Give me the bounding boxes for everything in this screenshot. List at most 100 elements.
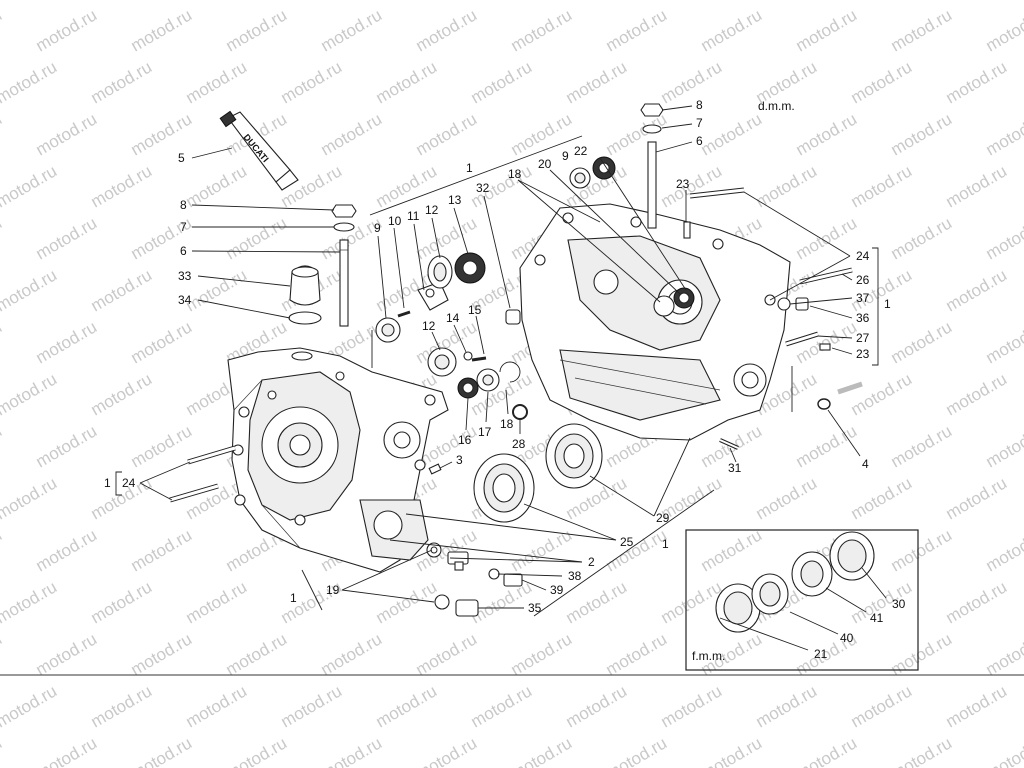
callout-18-a: 18 [500,417,514,431]
dmm-note: d.m.m. [758,99,795,113]
watermark-text: motod.ru [33,629,101,679]
watermark-text: motod.ru [0,0,60,3]
watermark-text: motod.ru [183,577,251,627]
watermark-text: motod.ru [278,681,346,731]
callout-29: 29 [656,511,670,525]
leader-lines [115,105,887,651]
watermark-text: motod.ru [753,473,821,523]
watermark-text: motod.ru [33,5,101,55]
left-crankcase-half [227,347,449,573]
watermark-text: motod.ru [848,161,916,211]
callout-39: 39 [550,583,564,597]
watermark-text: motod.ru [0,473,60,523]
callout-10: 10 [388,214,402,228]
watermark-text: motod.ru [468,681,536,731]
watermark-text: motod.ru [753,161,821,211]
callout-33: 33 [178,269,192,283]
callout-17: 17 [478,425,492,439]
left-through-bolts [169,445,236,503]
callout-24-right: 24 [856,249,870,263]
watermark-text: motod.ru [983,525,1024,575]
watermark-text: motod.ru [33,109,101,159]
bearing-stack-left [375,252,528,420]
watermark-text: motod.ru [0,577,60,627]
watermark-text: motod.ru [88,265,156,315]
callout-7-right: 7 [696,116,703,130]
callout-11: 11 [407,209,420,223]
callout-32: 32 [476,181,490,195]
callout-16: 16 [458,433,472,447]
callout-6-right: 6 [696,134,703,148]
watermark-text: motod.ru [278,0,346,3]
main-bearing-29 [545,423,603,489]
watermark-text: motod.ru [468,57,536,107]
watermark-text: motod.ru [413,109,481,159]
callout-24-left: 24 [122,476,136,490]
watermark-text: motod.ru [983,629,1024,679]
watermark-text: motod.ru [0,369,60,419]
watermark-text: motod.ru [848,681,916,731]
watermark-text: motod.ru [658,681,726,731]
watermark-text: motod.ru [468,0,536,3]
callout-13: 13 [448,193,462,207]
watermark-text: motod.ru [603,525,671,575]
watermark-text: motod.ru [698,525,766,575]
watermark-text: motod.ru [373,681,441,731]
watermark-text: motod.ru [563,0,631,3]
left-stud-assembly [331,204,357,327]
watermark-text: motod.ru [793,317,861,367]
drain-plugs [426,542,523,617]
watermark-text: motod.ru [128,5,196,55]
watermark-text: motod.ru [943,577,1011,627]
watermark-text: motod.ru [508,5,576,55]
bolt-3 [428,463,442,475]
watermark-text: motod.ru [0,525,5,575]
watermark-text: motod.ru [983,213,1024,263]
watermark-text: motod.ru [508,629,576,679]
watermark-text: motod.ru [183,161,251,211]
callout-9-a: 9 [374,221,381,235]
callout-12-b: 12 [422,319,436,333]
callout-41: 41 [870,611,884,625]
callout-20: 20 [538,157,552,171]
callout-30: 30 [892,597,906,611]
callout-23-a: 23 [676,177,690,191]
watermark-text: motod.ru [508,525,576,575]
watermark-text: motod.ru [943,57,1011,107]
watermark-text: motod.ru [183,57,251,107]
inset-bearings [715,531,875,633]
callout-1-top: 1 [466,161,473,175]
callout-1-left: 1 [104,476,111,490]
watermark-text: motod.ru [793,109,861,159]
watermark-text: motod.ru [943,369,1011,419]
watermark-text: motod.ru [0,5,5,55]
callout-28: 28 [512,437,526,451]
watermark-text: motod.ru [508,733,576,768]
fmm-note: f.m.m. [692,649,725,663]
watermark-text: motod.ru [698,5,766,55]
watermark-text: motod.ru [983,5,1024,55]
watermark-text: motod.ru [33,213,101,263]
callout-14: 14 [446,311,460,325]
watermark-text: motod.ru [128,629,196,679]
callout-37: 37 [856,291,870,305]
callout-7-left: 7 [180,220,187,234]
watermark-text: motod.ru [373,0,441,3]
watermark-text: motod.ru [413,733,481,768]
watermark-text: motod.ru [698,733,766,768]
watermark-text: motod.ru [318,629,386,679]
watermark-text: motod.ru [223,629,291,679]
callout-35: 35 [528,601,542,615]
watermark-text: motod.ru [0,681,60,731]
watermark-text: motod.ru [943,0,1011,3]
watermark-text: motod.ru [128,317,196,367]
watermark-text: motod.ru [318,733,386,768]
callout-labels: 5 8 7 6 33 34 1 24 1 9 10 11 12 13 32 12… [104,98,906,663]
watermark-text: motod.ru [88,369,156,419]
callout-40: 40 [840,631,854,645]
watermark-text: motod.ru [603,629,671,679]
callout-12-a: 12 [425,203,439,217]
callout-27: 27 [856,331,870,345]
watermark-text: motod.ru [658,57,726,107]
watermark-text: motod.ru [88,161,156,211]
